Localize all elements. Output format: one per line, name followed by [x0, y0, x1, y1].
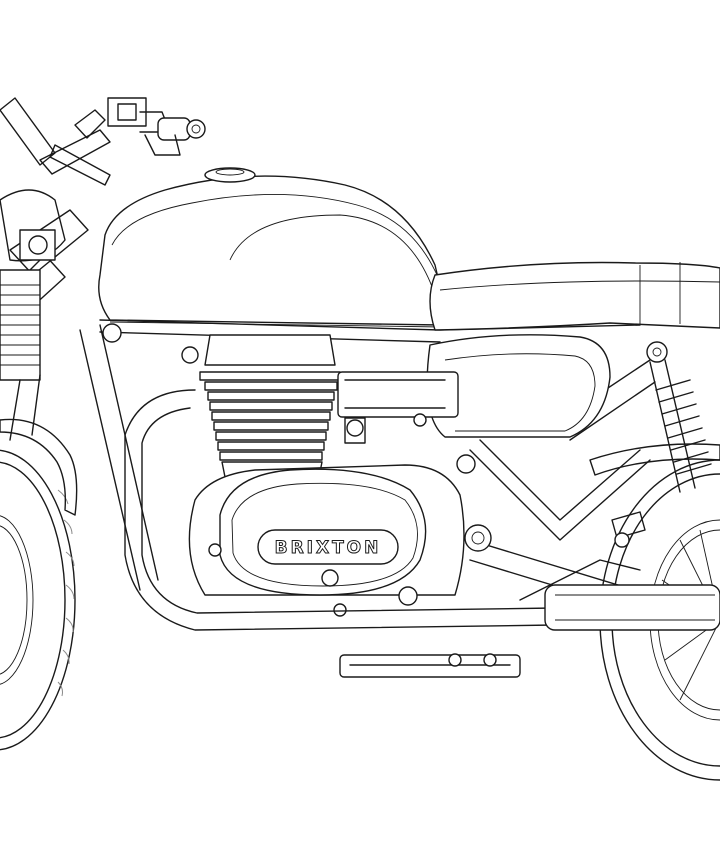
rear-shock: [646, 341, 712, 493]
headlight-assembly: [0, 189, 66, 262]
engine-cover-logo: BRIXTON: [275, 538, 382, 558]
rear-fender: [589, 443, 720, 476]
engine-cover: BRIXTON: [219, 468, 427, 596]
front-fender: [0, 418, 78, 516]
engine: BRIXTON: [102, 323, 492, 617]
fuel-tank: [98, 167, 443, 328]
exhaust: [124, 389, 720, 631]
handlebar: [0, 97, 206, 186]
footpeg-stand: [339, 511, 646, 678]
muffler: [544, 584, 720, 631]
logo-plate: [257, 529, 399, 565]
front-wheel: [0, 449, 76, 751]
engine-bolts: [102, 323, 492, 617]
front-fork: [0, 209, 89, 441]
seat: [429, 261, 720, 331]
cylinder-fins: [199, 371, 341, 461]
side-panel: [426, 334, 611, 438]
